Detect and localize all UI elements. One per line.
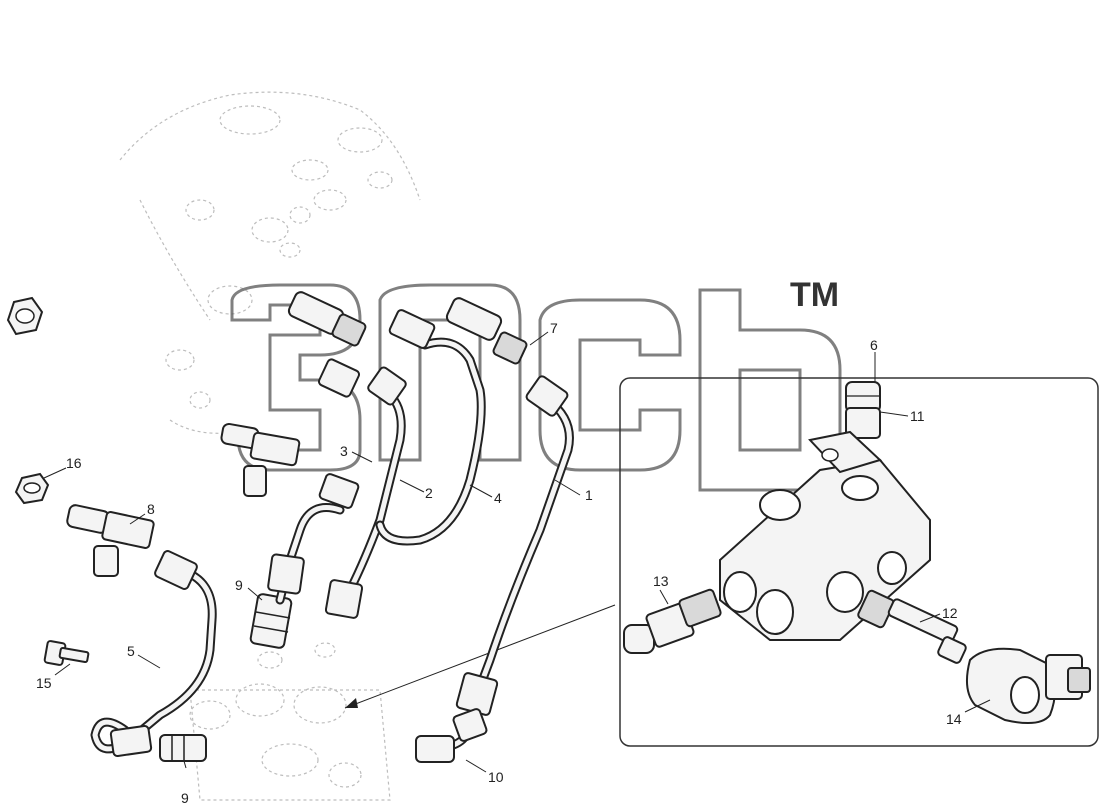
part-4-tube	[375, 309, 486, 546]
part-3-tube	[267, 473, 360, 605]
callout-4: 4	[494, 490, 502, 506]
callout-8: 8	[147, 501, 155, 517]
part-14-solenoid-coil	[965, 647, 1091, 725]
callout-6: 6	[870, 337, 878, 353]
ghost-assembly-lower	[189, 642, 391, 801]
callout-9-lower: 9	[181, 790, 189, 806]
trademark-mark: TM	[790, 276, 839, 314]
part-15-bolt	[43, 640, 90, 666]
callout-5: 5	[127, 643, 135, 659]
detail-pointer-line	[344, 604, 616, 709]
callout-10: 10	[488, 769, 504, 785]
part-13-cartridge-valve	[623, 588, 722, 654]
callout-11: 11	[910, 408, 925, 424]
leader-lines	[43, 331, 991, 773]
callout-2: 2	[425, 485, 433, 501]
callout-3: 3	[340, 443, 348, 459]
callout-9-upper: 9	[235, 577, 243, 593]
part-2-tube	[324, 366, 407, 619]
part-16-hex-nut	[14, 472, 50, 505]
callout-16: 16	[66, 455, 82, 471]
detail-box-frame	[619, 377, 1099, 747]
part-12-solenoid-stem	[857, 589, 967, 664]
tee-fitting-upper	[220, 422, 301, 497]
hex-nut-upper-left	[6, 296, 44, 336]
part-11-fitting	[845, 381, 881, 439]
callout-7: 7	[550, 320, 558, 336]
part-8-tee-fitting	[66, 504, 155, 577]
upper-fitting-left	[287, 291, 367, 398]
callout-14: 14	[946, 711, 962, 727]
part-5-tube	[90, 550, 217, 758]
upper-fitting-right	[445, 297, 528, 365]
callout-1: 1	[585, 487, 593, 503]
callout-13: 13	[653, 573, 669, 589]
part-9-adapter-lower	[159, 734, 207, 762]
part-9-adapter-upper	[249, 593, 293, 649]
callout-12: 12	[942, 605, 958, 621]
detail-pointer-arrowhead	[345, 698, 358, 708]
callout-15: 15	[36, 675, 52, 691]
part-10-elbow-fitting	[415, 708, 488, 763]
part-1-tube	[455, 375, 574, 716]
